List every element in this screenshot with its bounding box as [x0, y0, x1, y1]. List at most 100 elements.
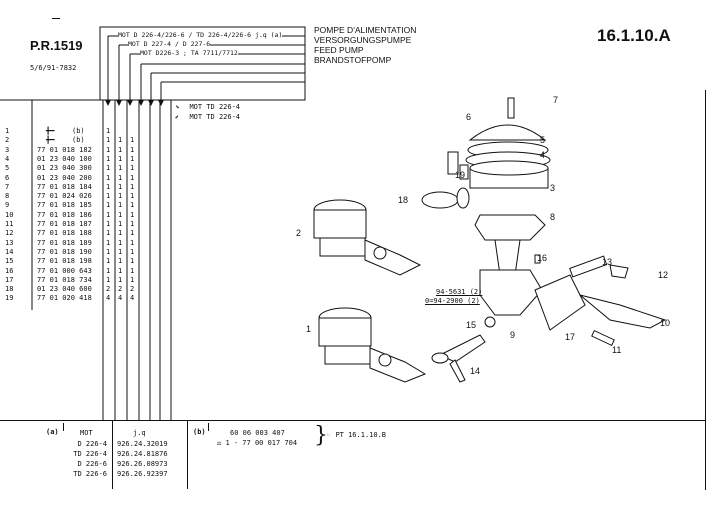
callout-label: 4 [540, 150, 546, 160]
footnote-b-line2: ⚖ 1 - 77 00 017 704 [217, 439, 298, 447]
applicability-1: MOT D 226-4/226-6 / TD 226-4/226-6 j.q (… [118, 31, 283, 39]
footnote-b-ref: ☞ PT 16.1.10.B [327, 431, 387, 439]
part-number: 77 01 018 190 [37, 247, 92, 256]
part-number: (b) [72, 136, 85, 145]
item-number: 2 [5, 136, 10, 145]
item-number: 4 [5, 154, 10, 163]
dash-mark [52, 18, 60, 19]
callout-label: 14 [470, 366, 481, 376]
right-border [705, 90, 706, 490]
callout-label: 2 [296, 228, 302, 238]
filter-18 [421, 191, 459, 209]
page-number: 16.1.10.A [597, 26, 671, 45]
quantity: 1 [118, 247, 123, 256]
cover-6 [468, 124, 547, 141]
item-number: 8 [5, 192, 10, 201]
quantity: 4 [118, 294, 123, 303]
footnote-a-mot-header: MOT [80, 429, 93, 437]
footnote-a-label: (a) [46, 428, 59, 436]
quantity: 1 [118, 257, 123, 266]
quantity: 1 [118, 154, 123, 163]
part-number: (b) [72, 127, 85, 135]
callout-label: 7 [553, 95, 559, 105]
quantity: 1 [118, 229, 123, 238]
footnote-b-line1: 60 06 003 407 [230, 429, 285, 437]
callout-label: 12 [658, 270, 669, 280]
quantity: 4 [130, 294, 135, 303]
part-number: 77 01 018 189 [37, 238, 92, 247]
quantity: 1 [106, 229, 111, 238]
quantity: 1 [130, 229, 135, 238]
part-number: 77 01 018 187 [37, 220, 92, 228]
quantity: 1 [106, 182, 111, 191]
divider [63, 423, 64, 431]
kit-icon: ⚖ [217, 439, 222, 447]
see-reference-icon: ☞ [327, 431, 332, 439]
quantity: 1 [130, 266, 135, 275]
divider [0, 420, 706, 421]
part-number: 77 01 018 184 [37, 182, 92, 191]
quantity: 1 [118, 182, 123, 191]
quantity: 1 [118, 173, 123, 182]
footnote-a-jq-header: j.q [133, 429, 146, 437]
part-number: 77 01 000 643 [37, 266, 92, 275]
note-oring: 0=94-2900 (2) [425, 297, 480, 305]
quantity: 1 [106, 173, 111, 182]
arrow-down-left-icon: ⬋ [175, 113, 180, 121]
part-number: 77 01 018 185 [37, 201, 92, 210]
quantity: 1 [130, 210, 135, 219]
item-number: 11 [5, 220, 14, 228]
callout-label: 15 [466, 320, 477, 330]
part-number: 77 01 018 188 [37, 229, 92, 238]
quantity: 1 [118, 220, 123, 228]
item-number: 14 [5, 247, 14, 256]
item-number: 7 [5, 182, 10, 191]
quantity: 1 [118, 210, 123, 219]
part-marker-icon: ╋━ [46, 136, 55, 145]
quantity: 1 [130, 238, 135, 247]
title-en: FEED PUMP [314, 45, 364, 55]
footnote-b-label: (b) [193, 428, 206, 436]
callout-label: 8 [550, 212, 556, 222]
quantity: 1 [106, 136, 111, 145]
item-number: 19 [5, 294, 14, 303]
quantity: 1 [106, 257, 111, 266]
quantity: 1 [130, 182, 135, 191]
quantity: 1 [130, 164, 135, 173]
quantity: 1 [118, 275, 123, 284]
callout-label: 6 [466, 112, 472, 122]
arrow-down-right-icon: ⬊ [175, 103, 180, 111]
callout-label: 18 [398, 195, 409, 205]
quantity: 1 [118, 145, 123, 154]
plate-reference: P.R.1519 [30, 38, 83, 53]
quantity: 1 [106, 127, 111, 135]
part-number: 77 01 018 182 [37, 145, 92, 154]
spring-13 [569, 255, 608, 278]
quantity: 1 [106, 238, 111, 247]
item-number: 16 [5, 266, 14, 275]
quantity: 1 [106, 164, 111, 173]
note-gasket: 94-5631 (2) [436, 288, 483, 296]
quantity: 1 [106, 210, 111, 219]
quantity: 1 [130, 220, 135, 228]
callout-label: 13 [602, 257, 613, 267]
quantity: 1 [106, 220, 111, 228]
quantity: 2 [130, 285, 135, 294]
divider [187, 421, 188, 489]
legend-item: ⬋ MOT TD 226-4 [175, 113, 241, 121]
divider [208, 423, 209, 431]
quantity: 1 [106, 275, 111, 284]
title-de: VERSORGUNGSPUMPE [314, 35, 412, 45]
callout-label: 17 [565, 332, 576, 342]
quantity: 1 [106, 145, 111, 154]
callout-label: 10 [660, 318, 671, 328]
quantity: 1 [106, 266, 111, 275]
quantity: 1 [130, 247, 135, 256]
